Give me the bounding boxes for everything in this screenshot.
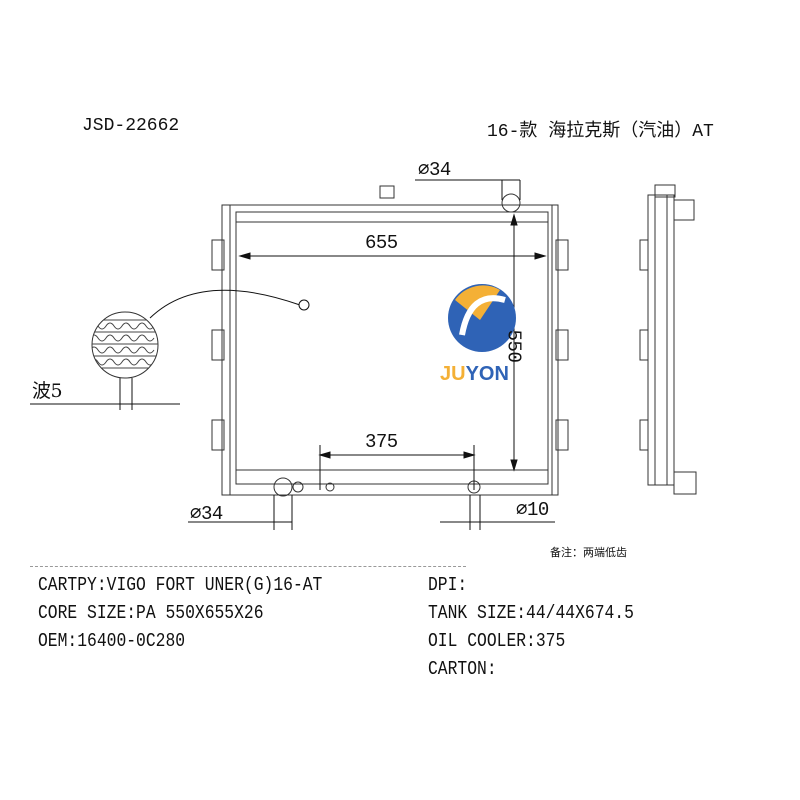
fin-label: 波5 <box>32 380 63 402</box>
fin-detail <box>91 311 159 379</box>
spec-oil-cooler: OIL COOLER:375 <box>428 630 566 652</box>
spec-carton: CARTON: <box>428 658 497 680</box>
model-title: 16-款 海拉克斯（汽油）AT <box>487 122 714 142</box>
dim-oil-cooler: 375 <box>365 431 398 453</box>
radiator-core <box>235 211 549 485</box>
spec-cartpy: CARTPY:VIGO FORT UNER(G)16-AT <box>38 574 323 596</box>
dim-width: 655 <box>365 232 398 254</box>
spec-dpi: DPI: <box>428 574 468 596</box>
divider <box>30 566 466 567</box>
side-view <box>639 184 697 495</box>
dim-top-inlet: ⌀34 <box>418 159 451 181</box>
part-number: JSD-22662 <box>82 116 180 136</box>
juyon-logo <box>448 284 516 352</box>
spec-oem: OEM:16400-0C280 <box>38 630 186 652</box>
note: 备注：两端低齿 <box>550 548 627 560</box>
dim-oil-port: ⌀10 <box>516 499 549 521</box>
radiator-frame <box>221 204 559 496</box>
dim-height: 550 <box>502 329 525 363</box>
top-inlet <box>501 193 521 213</box>
logo-text: JUYON <box>440 363 509 385</box>
bottom-outlet <box>273 477 293 497</box>
spec-tank-size: TANK SIZE:44/44X674.5 <box>428 602 634 624</box>
dim-bottom-outlet: ⌀34 <box>190 503 223 525</box>
spec-core-size: CORE SIZE:PA 550X655X26 <box>38 602 264 624</box>
